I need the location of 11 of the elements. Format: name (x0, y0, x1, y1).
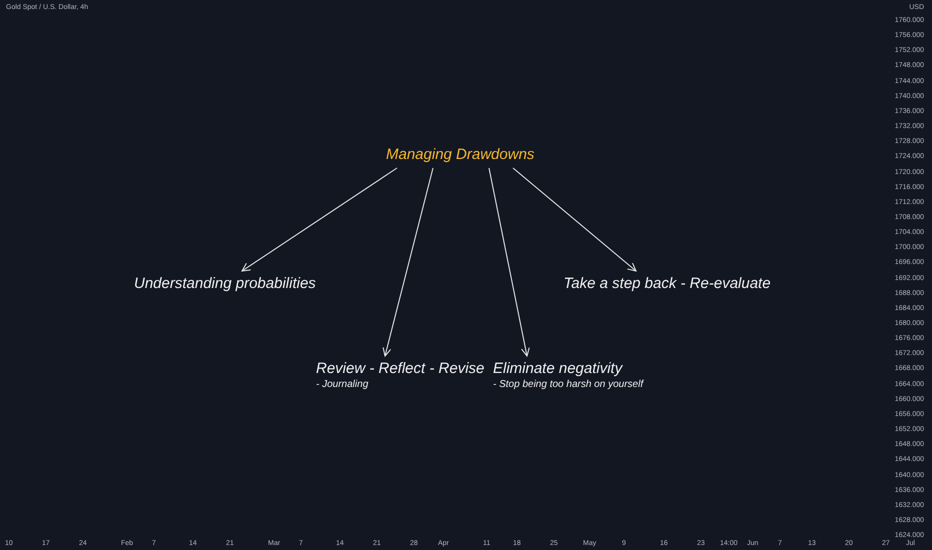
branch-title: Understanding probabilities (134, 275, 316, 293)
branch-title: Take a step back - Re-evaluate (564, 275, 771, 293)
arrow (488, 168, 530, 356)
arrow (512, 168, 636, 272)
branch-title: Eliminate negativity (493, 360, 624, 378)
branch-note: - Journaling (316, 378, 370, 391)
arrow (242, 168, 398, 272)
branch-title: Review - Reflect - Revise (316, 360, 484, 378)
branch-note: - Stop being too harsh on yourself (493, 378, 644, 391)
main-topic-title: Managing Drawdowns (386, 146, 534, 164)
arrow (382, 168, 434, 356)
